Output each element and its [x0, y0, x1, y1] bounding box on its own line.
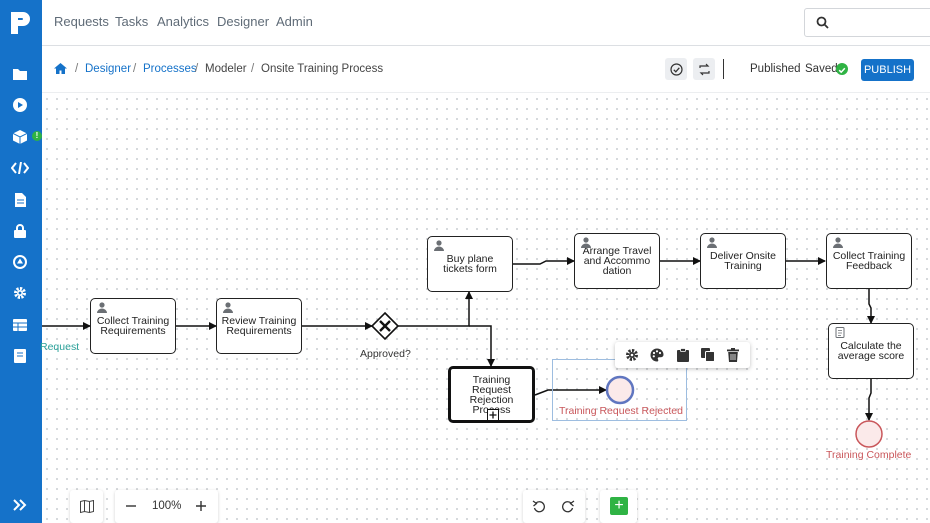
- check-circle-icon: [669, 62, 683, 76]
- task-arrange-travel[interactable]: Arrange Travel and Accommo dation: [574, 233, 660, 289]
- modeler-canvas[interactable]: [42, 94, 930, 523]
- breadcrumb-bar: / Designer / Processes / Modeler / Onsit…: [42, 47, 930, 93]
- subprocess-marker-icon: [487, 409, 499, 421]
- start-event-label: Request: [40, 341, 80, 353]
- undo-redo-controls: [523, 490, 585, 523]
- folder-icon[interactable]: [9, 63, 31, 85]
- end-event-complete[interactable]: [855, 420, 883, 448]
- task-label: Calculate the average score: [837, 340, 905, 362]
- app-logo[interactable]: [8, 9, 34, 37]
- breadcrumb-modeler: Modeler: [205, 63, 247, 75]
- task-label: Arrange Travel and Accommo dation: [582, 245, 652, 277]
- task-buy-plane-tickets[interactable]: Buy plane tickets form: [427, 236, 513, 292]
- search-icon: [816, 16, 829, 29]
- top-navigation: Requests Tasks Analytics Designer Admin: [42, 0, 930, 46]
- user-task-icon: [223, 302, 233, 313]
- nav-analytics[interactable]: Analytics: [157, 14, 210, 29]
- breadcrumb-separator: /: [195, 63, 199, 75]
- task-label: Deliver Onsite Training: [710, 250, 776, 272]
- map-icon: [79, 500, 94, 513]
- copy-icon[interactable]: [700, 347, 716, 363]
- user-task-icon: [833, 237, 843, 248]
- clipboard-icon[interactable]: [675, 347, 691, 363]
- task-collect-training-feedback[interactable]: Collect Training Feedback: [826, 233, 912, 289]
- code-icon[interactable]: [9, 157, 31, 179]
- play-icon[interactable]: [9, 94, 31, 116]
- end-event-complete-label: Training Complete: [826, 449, 912, 461]
- palette-icon[interactable]: [649, 347, 665, 363]
- left-sidebar: !: [0, 0, 42, 523]
- breadcrumb-separator: /: [133, 63, 137, 75]
- search-input[interactable]: [804, 8, 930, 37]
- validate-button[interactable]: [665, 58, 687, 80]
- nav-requests[interactable]: Requests: [54, 14, 109, 29]
- user-task-icon: [707, 237, 717, 248]
- sync-button[interactable]: [693, 58, 715, 80]
- nav-admin[interactable]: Admin: [276, 14, 313, 29]
- breadcrumb-designer[interactable]: Designer: [85, 63, 132, 75]
- exclusive-gateway[interactable]: [370, 311, 400, 341]
- undo-icon[interactable]: [532, 500, 546, 514]
- breadcrumb-processes[interactable]: Processes: [143, 63, 197, 75]
- end-event-rejected[interactable]: [605, 375, 635, 405]
- zoom-in-button[interactable]: [194, 499, 208, 513]
- task-review-training-requirements[interactable]: Review Training Requirements: [216, 298, 302, 354]
- publish-button[interactable]: PUBLISH: [861, 59, 914, 81]
- end-event-rejected-label: Training Request Rejected: [559, 405, 683, 417]
- zoom-out-button[interactable]: [124, 499, 138, 513]
- home-icon[interactable]: [54, 63, 67, 74]
- lock-icon[interactable]: [9, 220, 31, 242]
- task-label: Collect Training Feedback: [832, 250, 906, 272]
- task-calculate-average-score[interactable]: Calculate the average score: [828, 323, 914, 379]
- trash-icon[interactable]: [725, 347, 741, 363]
- add-element-button[interactable]: +: [610, 497, 628, 515]
- element-context-toolbar: [615, 342, 750, 368]
- saved-status: Saved: [805, 63, 838, 75]
- gateway-label: Approved?: [360, 348, 411, 360]
- book-icon[interactable]: [9, 345, 31, 367]
- sync-icon: [698, 63, 710, 75]
- table-icon[interactable]: [9, 314, 31, 336]
- zoom-controls: 100%: [115, 490, 218, 523]
- breadcrumb-separator: /: [251, 63, 255, 75]
- task-deliver-onsite-training[interactable]: Deliver Onsite Training: [700, 233, 786, 289]
- zoom-level: 100%: [152, 500, 182, 512]
- task-rejection-process[interactable]: Training Request Rejection Process: [448, 366, 535, 423]
- nav-designer[interactable]: Designer: [217, 14, 270, 29]
- task-label: Buy plane tickets form: [443, 253, 497, 275]
- toolbar-divider: [723, 59, 724, 79]
- user-task-icon: [97, 302, 107, 313]
- task-collect-training-requirements[interactable]: Collect Training Requirements: [90, 298, 176, 354]
- published-status: Published: [750, 63, 801, 75]
- script-task-icon: [835, 327, 845, 338]
- cube-icon[interactable]: [9, 126, 31, 148]
- user-task-icon: [581, 237, 591, 248]
- redo-icon[interactable]: [561, 500, 575, 514]
- breadcrumb-separator: /: [75, 63, 79, 75]
- document-icon[interactable]: [9, 189, 31, 211]
- expand-sidebar-icon[interactable]: [9, 494, 31, 516]
- nav-tasks[interactable]: Tasks: [115, 14, 149, 29]
- notification-badge: !: [32, 131, 42, 141]
- breadcrumb-current: Onsite Training Process: [261, 63, 384, 75]
- minimap-toggle-button[interactable]: [70, 490, 103, 523]
- task-label: Collect Training Requirements: [96, 315, 170, 337]
- play-circle-icon[interactable]: [9, 251, 31, 273]
- user-task-icon: [434, 240, 444, 251]
- gear-icon[interactable]: [9, 282, 31, 304]
- saved-check-icon: [836, 63, 848, 75]
- task-label: Review Training Requirements: [221, 315, 297, 337]
- gear-icon[interactable]: [624, 347, 640, 363]
